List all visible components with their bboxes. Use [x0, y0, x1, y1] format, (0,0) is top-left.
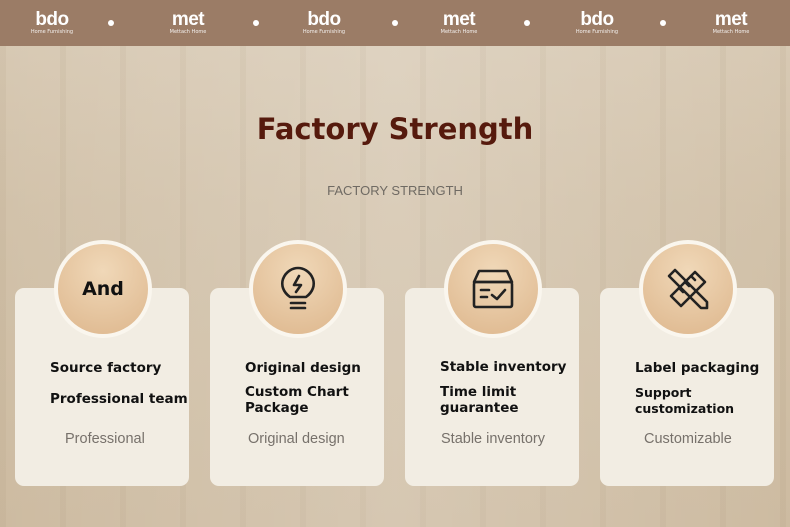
- feature-line-2: Support customization: [635, 385, 735, 416]
- feature-caption: Professional: [65, 431, 145, 447]
- feature-badge: And: [54, 240, 152, 338]
- page-title: Factory Strength: [256, 112, 534, 146]
- feature-line-1: Label packaging: [635, 360, 760, 376]
- feature-line-1: Source factory: [50, 360, 162, 376]
- box-check-icon: [472, 269, 514, 309]
- feature-caption: Original design: [248, 431, 345, 447]
- feature-caption: Customizable: [644, 431, 732, 447]
- feature-line-2: Professional team: [50, 391, 188, 407]
- feature-badge: [249, 240, 347, 338]
- feature-caption: Stable inventory: [441, 431, 545, 447]
- page-subtitle: FACTORY STRENGTH: [327, 183, 463, 198]
- separator-dot: [524, 20, 530, 26]
- feature-badge: [444, 240, 542, 338]
- feature-line-2: Time limit guarantee: [440, 384, 519, 416]
- separator-dot: [108, 20, 114, 26]
- separator-dot: [253, 20, 259, 26]
- feature-line-1: Original design: [245, 360, 361, 376]
- separator-dot: [392, 20, 398, 26]
- lightbulb-icon: [280, 266, 316, 310]
- feature-badge: [639, 240, 737, 338]
- separator-dot: [660, 20, 666, 26]
- feature-line-2: Custom Chart Package: [245, 384, 349, 416]
- feature-line-1: Stable inventory: [440, 359, 567, 375]
- ruler-pencil-icon: [667, 268, 709, 310]
- badge-text: And: [82, 278, 124, 300]
